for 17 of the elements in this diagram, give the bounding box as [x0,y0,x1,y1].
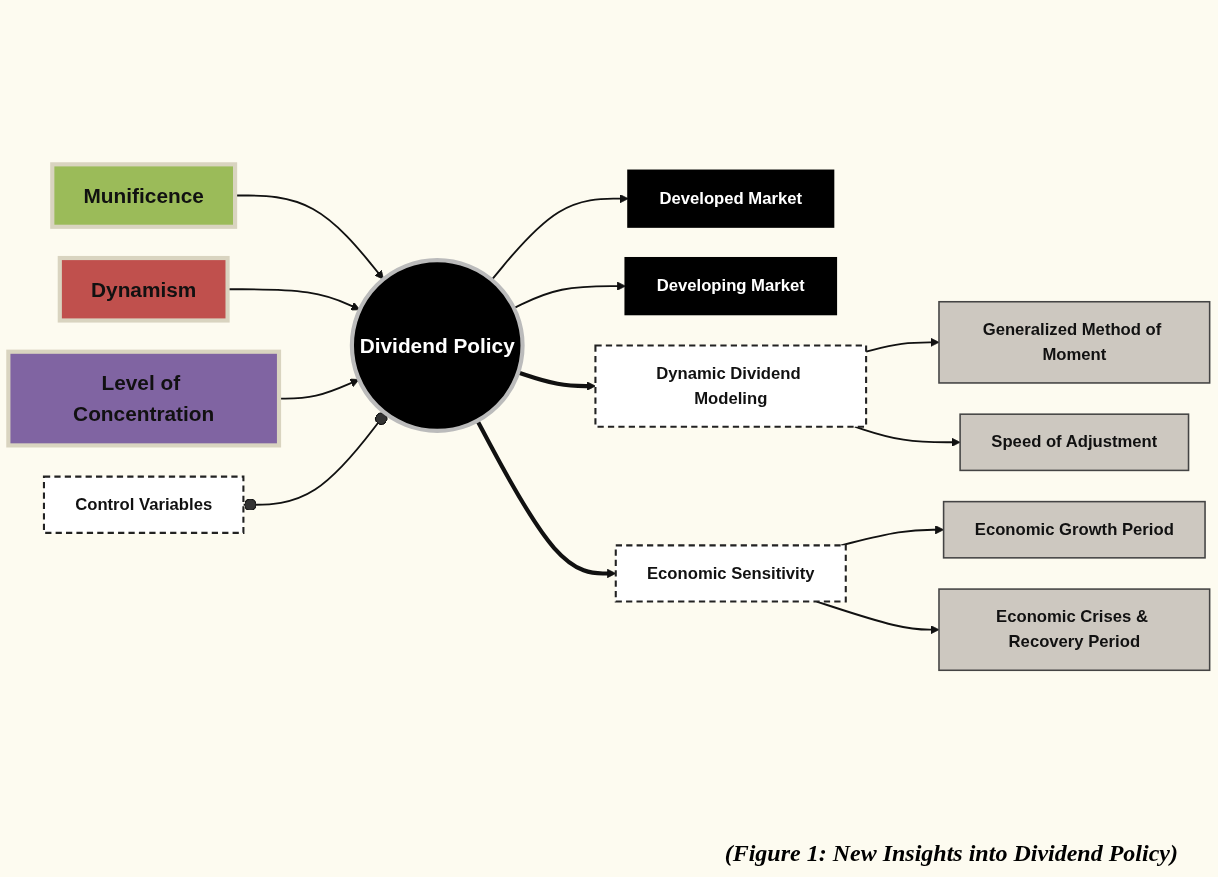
node-box: Speed of Adjustment [959,413,1190,471]
node-box: Economic Growth Period [942,500,1206,559]
figure-caption: (Figure 1: New Insights into Dividend Policy) [724,840,1178,867]
node-box: Developing Market [624,256,838,315]
node-box: Dynamism [57,255,230,323]
arrow [517,370,596,391]
node-box: Economic Sensitivity [614,544,847,603]
node-box: Economic Crises & Recovery Period [938,588,1211,671]
node-box: Control Variables [42,475,245,534]
node-box: Munificence [50,161,238,229]
node-box: Dynamic Dividend Modeling [594,344,868,428]
node-circle: Dividend Policy [349,257,525,433]
node-box: Level of Concentration [6,349,282,448]
node-box: Developed Market [627,169,835,228]
arrow [490,193,629,281]
node-box: Generalized Method of Moment [938,300,1211,384]
arrow [513,281,626,309]
